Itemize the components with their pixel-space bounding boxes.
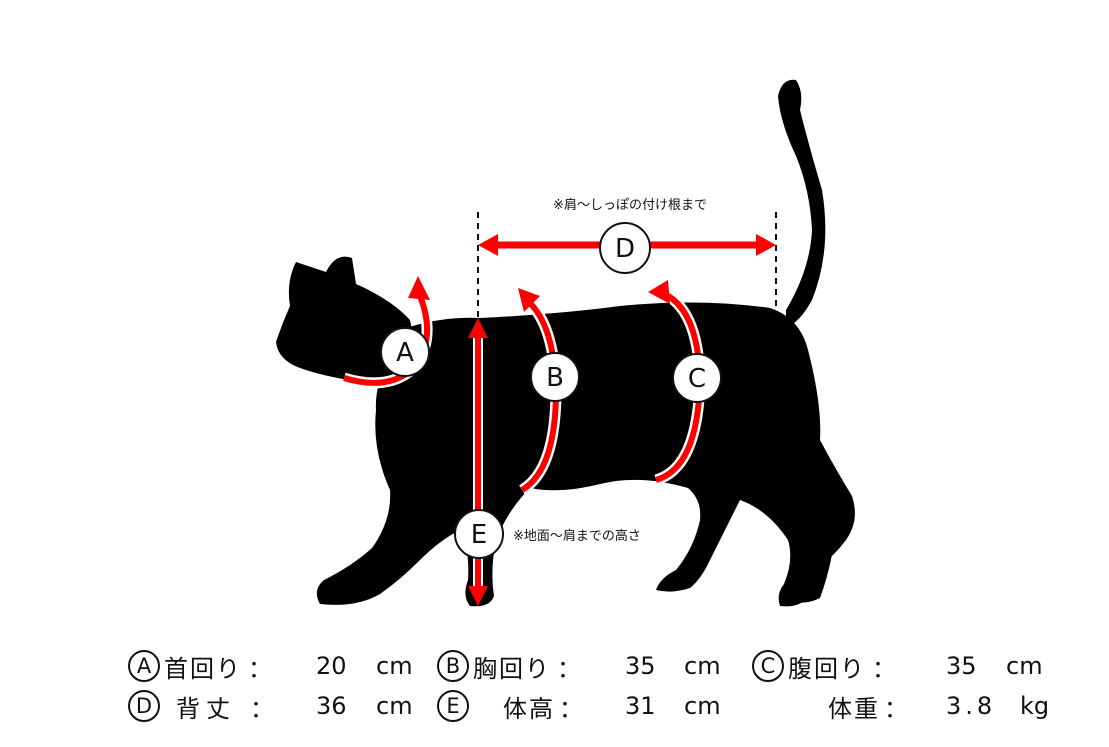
- marker-e-label: E: [471, 520, 487, 550]
- marker-a-circle: [380, 327, 430, 377]
- marker-d-label: D: [615, 234, 635, 264]
- marker-e-circle: [454, 509, 504, 559]
- marker-d-circle: [599, 222, 651, 274]
- cat-tail: [778, 79, 826, 328]
- marker-a-label: A: [396, 338, 414, 368]
- note-height: ※地面～肩までの高さ: [513, 528, 641, 544]
- marker-c-circle: [672, 353, 722, 403]
- measure-waist: C: [648, 280, 722, 486]
- measure-back-length: D ※肩～しっぽの付け根まで: [477, 197, 777, 320]
- note-back-length: ※肩～しっぽの付け根まで: [553, 197, 707, 213]
- marker-c-label: C: [688, 364, 706, 394]
- cat-hind-leg: [760, 460, 836, 603]
- marker-b-label: B: [546, 363, 564, 393]
- measure-height: E ※地面～肩までの高さ: [454, 318, 641, 606]
- marker-b-circle: [530, 352, 580, 402]
- measure-chest: B: [518, 288, 580, 495]
- cat-silhouette: [276, 79, 855, 607]
- measure-neck: A: [342, 276, 433, 389]
